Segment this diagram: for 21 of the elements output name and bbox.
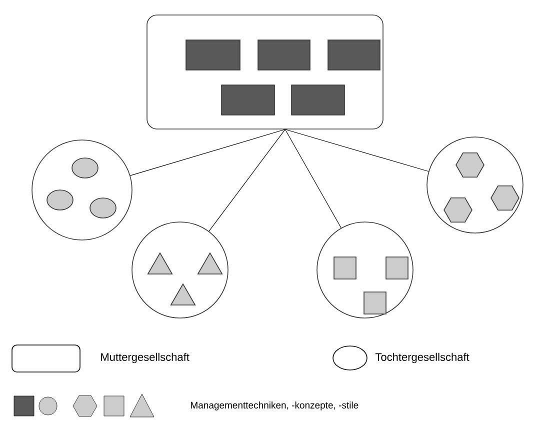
hexagon-shape [444, 197, 472, 223]
connector-line [208, 129, 286, 232]
square-shape [386, 256, 408, 280]
ellipse-shape [46, 190, 74, 210]
legend-text: Managementtechniken, -konzepte, -stile [191, 402, 358, 410]
square-shape [334, 256, 356, 280]
ellipse-shape [72, 158, 98, 178]
connector-line [284, 129, 429, 172]
hexagon-shape [490, 185, 520, 211]
connector-line [130, 129, 286, 176]
square-shape [291, 84, 345, 116]
square-shape [258, 40, 310, 70]
square-shape [186, 40, 240, 70]
ellipse-shape [90, 198, 116, 218]
square-shape [328, 40, 380, 70]
square-shape [364, 292, 386, 314]
legend-text: Tochtergesellschaft [375, 352, 470, 364]
hexagon-shape [456, 152, 484, 178]
connector-line [284, 129, 342, 228]
square-shape [221, 84, 275, 116]
legend-text: Muttergesellschaft [101, 352, 190, 364]
